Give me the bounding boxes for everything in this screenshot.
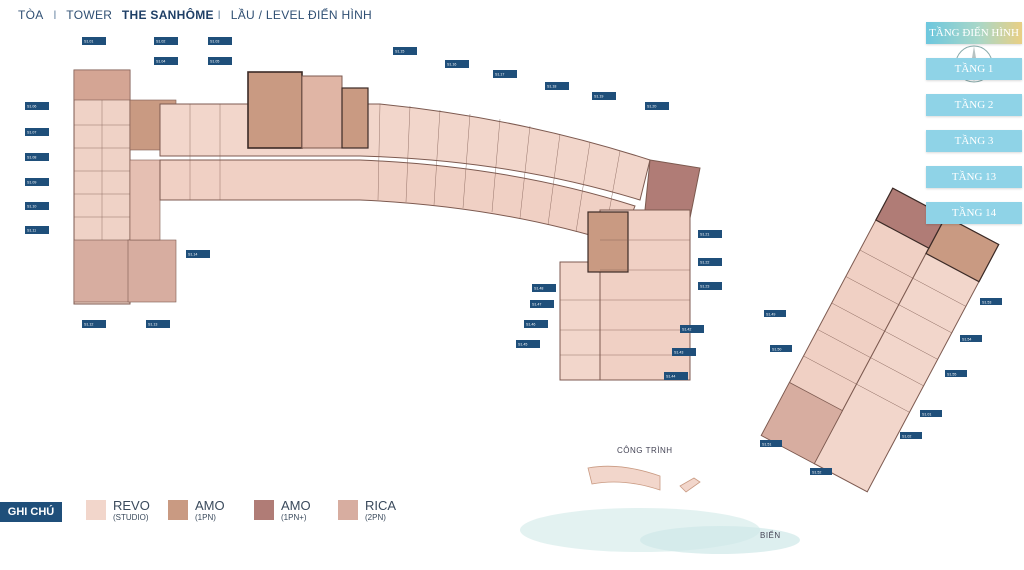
unit-tag-label: S1.11 bbox=[27, 229, 36, 233]
legend-name: AMO bbox=[281, 498, 311, 513]
unit-tag-label: S1.06 bbox=[27, 105, 36, 109]
header-toa: TÒA bbox=[18, 8, 44, 22]
unit-tag-label: S1.51 bbox=[762, 443, 771, 447]
unit-tag-label: S1.22 bbox=[700, 261, 709, 265]
unit-tag-label: S1.42 bbox=[682, 328, 691, 332]
legend-swatch bbox=[338, 500, 358, 520]
unit-tag-label: S1.09 bbox=[27, 181, 36, 185]
legend-swatch bbox=[254, 500, 274, 520]
level-button-14[interactable]: TẦNG 14 bbox=[926, 202, 1022, 224]
unit-tag-label: S1.10 bbox=[27, 205, 36, 209]
unit-tag-label: S1.49 bbox=[766, 313, 775, 317]
legend-sub: (1PN+) bbox=[281, 513, 307, 522]
unit-tag-label: S1.01 bbox=[922, 413, 931, 417]
unit-tag-label: S1.54 bbox=[962, 338, 971, 342]
header-tower-name: THE SANHÔME bbox=[121, 8, 214, 22]
unit-tag-label: S1.50 bbox=[772, 348, 781, 352]
unit-tag-label: S1.47 bbox=[532, 303, 541, 307]
legend-swatch bbox=[86, 500, 106, 520]
unit-tag-label: S1.17 bbox=[495, 73, 504, 77]
level-button-1[interactable]: TẦNG 1 bbox=[926, 58, 1022, 80]
legend-name: RICA bbox=[365, 498, 397, 513]
unit-tag-label: S1.08 bbox=[27, 156, 36, 160]
header-separator: I bbox=[53, 8, 57, 22]
unit-tag-label: S1.14 bbox=[188, 253, 197, 257]
unit-tag-label: S1.43 bbox=[674, 351, 683, 355]
level-button-2[interactable]: TẦNG 2 bbox=[926, 94, 1022, 116]
main-curved-block[interactable] bbox=[159, 71, 701, 245]
unit-tag-label: S1.16 bbox=[447, 63, 456, 67]
header-level: LẦU / LEVEL ĐIỂN HÌNH bbox=[230, 8, 373, 22]
south-block[interactable] bbox=[559, 209, 691, 381]
unit-tag-label: S1.53 bbox=[982, 301, 991, 305]
legend-sub: (STUDIO) bbox=[113, 513, 149, 522]
unit-tag-label: S1.21 bbox=[700, 233, 709, 237]
unit-tag-label: S1.02 bbox=[156, 40, 165, 44]
east-tower[interactable] bbox=[760, 187, 1000, 493]
legend-swatch bbox=[168, 500, 188, 520]
unit-tag-label: S1.02 bbox=[902, 435, 911, 439]
unit-tag-label: S1.19 bbox=[594, 95, 603, 99]
legend-name: REVO bbox=[113, 498, 150, 513]
legend-name: AMO bbox=[195, 498, 225, 513]
unit-tag-label: S1.45 bbox=[518, 343, 527, 347]
header-separator: I bbox=[217, 8, 222, 22]
unit-tag-label: S1.52 bbox=[812, 471, 821, 475]
unit-tag-label: S1.55 bbox=[947, 373, 956, 377]
legend-title: GHI CHÚ bbox=[0, 502, 62, 522]
unit-tag-label: S1.46 bbox=[526, 323, 535, 327]
level-button-13[interactable]: TẦNG 13 bbox=[926, 166, 1022, 188]
sea-area bbox=[520, 465, 800, 554]
unit-tag-label: S1.05 bbox=[210, 60, 219, 64]
unit-tag-label: S1.44 bbox=[666, 375, 675, 379]
legend-sub: (1PN) bbox=[195, 513, 216, 522]
header-tower-prefix: TOWER bbox=[66, 8, 113, 22]
unit-tag-label: S1.48 bbox=[534, 287, 543, 291]
unit-tag-label: S1.15 bbox=[395, 50, 404, 54]
unit-tag-label: S1.20 bbox=[647, 105, 656, 109]
page-header: TÒA I TOWER THE SANHÔME I LẦU / LEVEL ĐI… bbox=[18, 8, 378, 22]
unit-tag-label: S1.13 bbox=[148, 323, 157, 327]
level-button-typical[interactable]: TẦNG ĐIỂN HÌNH bbox=[926, 22, 1022, 44]
cong-trinh-label: CÔNG TRÌNH bbox=[617, 446, 673, 455]
unit-tag-label: S1.07 bbox=[27, 131, 36, 135]
unit-tag-label: S1.04 bbox=[156, 60, 165, 64]
level-button-3[interactable]: TẦNG 3 bbox=[926, 130, 1022, 152]
unit-tag-label: S1.18 bbox=[547, 85, 556, 89]
unit-tag-label: S1.03 bbox=[210, 40, 219, 44]
legend-sub: (2PN) bbox=[365, 513, 386, 522]
unit-tag-label: S1.01 bbox=[84, 40, 93, 44]
bien-label: BIỂN bbox=[760, 531, 781, 540]
left-wing[interactable] bbox=[73, 69, 177, 305]
unit-tag-label: S1.23 bbox=[700, 285, 709, 289]
unit-tag-label: S1.12 bbox=[84, 323, 93, 327]
